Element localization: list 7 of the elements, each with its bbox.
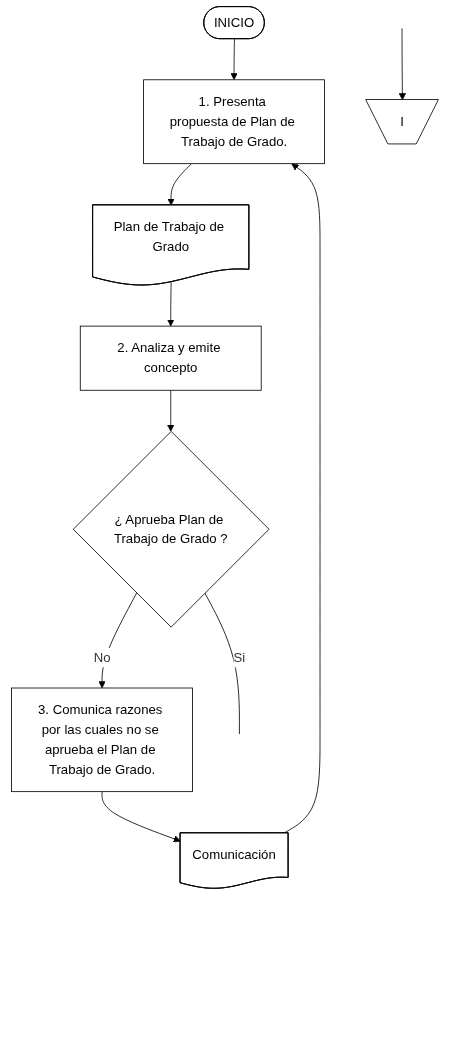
node-diamond: ¿ Aprueba Plan de Trabajo de Grado ? [72,430,270,628]
connector [204,592,240,735]
node-box: 3. Comunica razones por las cuales no se aprueba el Plan de Trabajo de Grado. [11,687,193,793]
node-box: 1. Presenta propuesta de Plan de Trabajo de Grado. [143,79,325,165]
node-box: 2. Analiza y emite concepto [79,325,262,391]
edge-label: No [93,650,111,665]
edge-label: Si [233,650,246,665]
